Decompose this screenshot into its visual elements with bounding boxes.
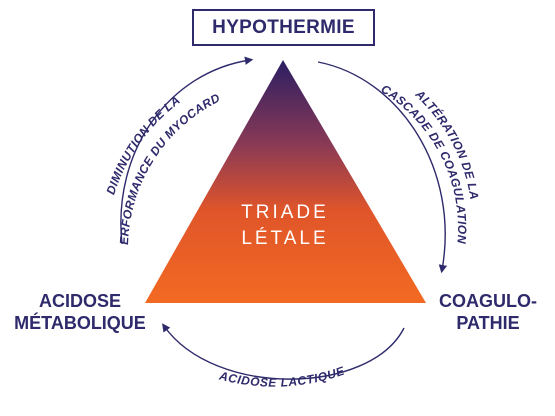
arc-label-left-line2-text: PERFORMANCE DU MYOCARDE	[0, 0, 222, 245]
coagulopathie-node: COAGULO- PATHIE	[428, 290, 548, 334]
center-title-line1: TRIADE	[241, 202, 329, 223]
coagulopathie-label-line1: COAGULO-	[439, 291, 537, 311]
lethal-triad-triangle	[145, 60, 426, 303]
arrow-acidose-to-hypothermie	[120, 56, 254, 245]
arrow-hypothermie-to-coagulopathie	[317, 61, 448, 274]
arc-label-bottom: ACIDOSE LACTIQUE	[217, 363, 347, 389]
acidose-label-line1: ACIDOSE	[38, 291, 121, 311]
acidose-label-line2: MÉTABOLIQUE	[14, 313, 146, 333]
arrow-coagulopathie-to-acidose	[162, 323, 405, 380]
hypothermie-label: HYPOTHERMIE	[212, 16, 355, 38]
arc-label-bottom-text: ACIDOSE LACTIQUE	[217, 363, 346, 389]
coagulopathie-label-line2: PATHIE	[456, 313, 520, 333]
hypothermie-box: HYPOTHERMIE	[192, 9, 375, 46]
center-title-line2: LÉTALE	[241, 228, 328, 249]
acidose-metabolique-node: ACIDOSE MÉTABOLIQUE	[10, 290, 150, 334]
arc-label-left-line2: PERFORMANCE DU MYOCARDE	[0, 0, 222, 245]
